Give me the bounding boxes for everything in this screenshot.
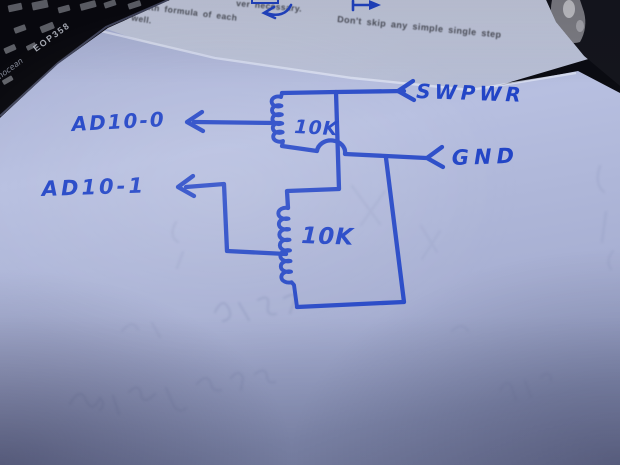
adio0-label: AD10-0 [69,107,166,136]
printed-sheet [60,0,612,94]
pcb-edge [0,0,169,117]
adio1-label: AD10-1 [39,173,146,201]
adio0-arrow-icon [184,109,206,134]
pcb-components [2,0,142,85]
resistor1-symbol [269,91,285,148]
scribble-arrow [261,3,293,20]
adio1-arrow-icon [175,173,197,199]
flow-arrow-icon [351,0,371,12]
resistor2-label: 10K [301,223,356,251]
swpwr-wire [279,88,407,96]
resistor2-symbol [276,205,299,309]
circuit-labels: SWPWR GND AD10-0 AD10-1 10K 10K [39,79,525,251]
drawing-paper [0,24,620,465]
swpwr-to-r2-wire [284,89,342,211]
pen-annotations [251,0,381,20]
adio1-wire [183,181,289,257]
pcb-board: EOP358 enocean [0,0,170,118]
adio0-wire [191,119,281,126]
gnd-label: GND [451,144,519,170]
r2-to-gnd-loop-wire [294,155,407,310]
paper-edge-highlight [87,26,577,92]
flow-arrow-head [369,0,381,10]
boxed-word-outline [251,0,279,4]
gnd-wire-with-hop [279,138,429,161]
gnd-arrow-icon [424,144,446,170]
bleed-through-writing [69,165,614,415]
circuit-drawing [175,78,446,310]
resistor1-label: 10K [294,116,340,140]
swpwr-label: SWPWR [416,79,525,107]
